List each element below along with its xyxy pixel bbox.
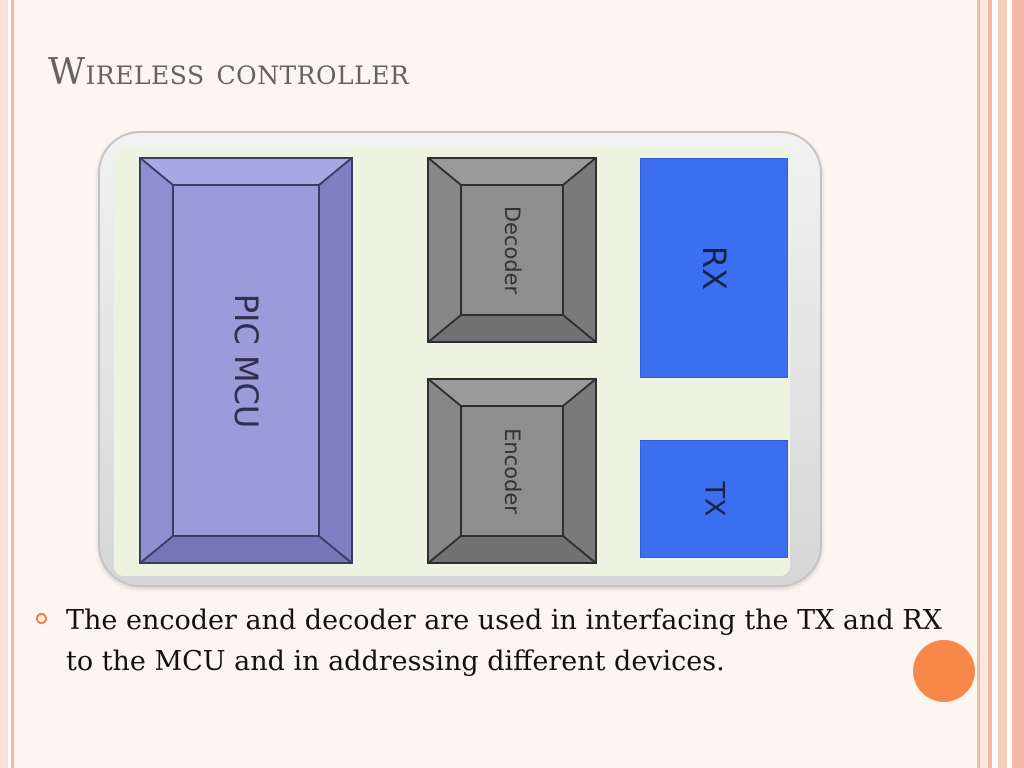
bullet-circle-icon [36,613,47,624]
pic-mcu-block: PIC MCU [139,157,353,564]
slide-title: Wireless controller [48,52,410,93]
decorative-circle [913,640,975,702]
pic-mcu-label: PIC MCU [227,293,265,428]
decoder-label: Decoder [500,205,524,295]
left-border [0,0,14,768]
tx-block: TX [640,440,788,558]
decoder-block: Decoder [427,157,597,343]
encoder-label: Encoder [500,428,524,514]
rx-label: RX [695,245,733,291]
bullet-text: The encoder and decoder are used in inte… [66,605,942,677]
tx-label: TX [698,481,730,517]
right-stripes [977,0,1024,768]
encoder-block: Encoder [427,378,597,564]
rx-block: RX [640,158,788,378]
